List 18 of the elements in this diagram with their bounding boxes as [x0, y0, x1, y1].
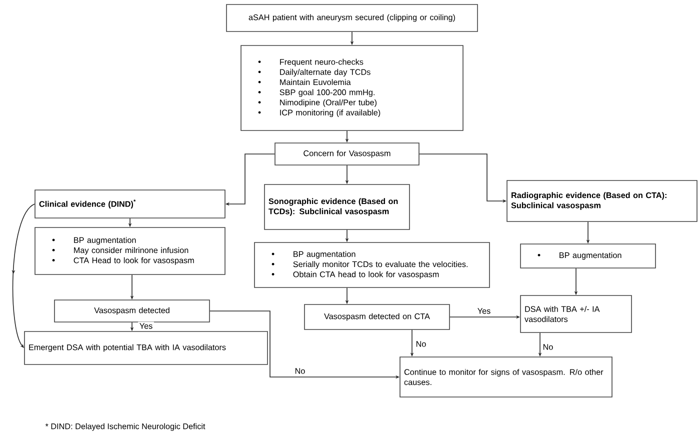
process-box: Clinical evidence (DIND)$^{*}$	[34, 190, 226, 218]
process-box: aSAH patient with aneurysm secured (clipping or coiling)	[226, 4, 478, 32]
process-box: Radiographic evidence (Based on CTA): Subclinical vasospasm	[506, 180, 698, 222]
bullet-list-box: BP augmentation May consider milrinone infusion CTA Head to look for vasospasm	[34, 227, 226, 275]
bullet-list-box: Frequent neuro-checks Daily/alternate day TCDs Maintain Euvolemia SBP goal 100-200 mmHg. Nimodipine (Oral/Per tube) ICP monitoring (if available)	[240, 45, 464, 131]
process-box: Sonographic evidence (Based on TCDs): Subclinical vasospasm	[264, 184, 410, 230]
bullet-list-box: BP augmentation Serially monitor TCDs to evaluate the velocities. Obtain CTA head to look for vasospasm	[254, 242, 490, 288]
footnote: * DIND: Delayed Ischemic Neurologic Deficit	[45, 423, 206, 431]
process-box: DSA with TBA +/- IA vasodilators	[520, 295, 632, 333]
process-box: Continue to monitor for signs of vasospasm. R/o other causes.	[400, 356, 612, 398]
edge-label: No	[414, 340, 428, 348]
process-box: Concern for Vasospasm	[274, 142, 420, 166]
edge-label: No	[293, 366, 307, 376]
bullet-list-box: BP augmentation	[520, 244, 656, 268]
process-box: Emergent DSA with potential TBA with IA vasodilators	[24, 331, 268, 365]
edge-label: No	[541, 342, 555, 352]
process-box: Vasospasm detected on CTA	[304, 304, 450, 330]
edge-label: Yes	[476, 306, 492, 316]
